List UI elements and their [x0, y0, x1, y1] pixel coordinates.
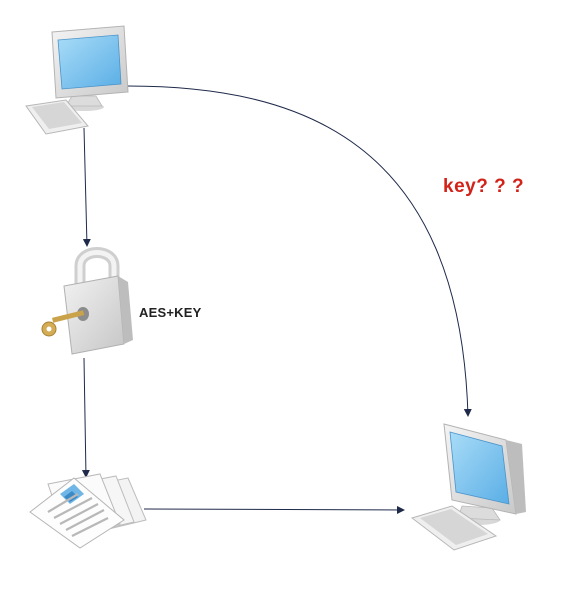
arrow-computer-to-lock: [82, 127, 91, 247]
arrows: [81, 85, 472, 514]
documents-icon: [29, 473, 147, 549]
arrow-curve-sender-to-receiver: [126, 85, 472, 417]
arrow-documents-to-receiver: [143, 505, 405, 514]
arrow-lock-to-documents: [81, 357, 90, 478]
key-question-label: key? ? ?: [443, 176, 525, 197]
cipher-label: AES+KEY: [139, 305, 202, 320]
padlock-with-key-icon: [41, 247, 133, 355]
receiver-computer-icon: [410, 423, 526, 551]
sender-computer-icon: [25, 25, 129, 135]
